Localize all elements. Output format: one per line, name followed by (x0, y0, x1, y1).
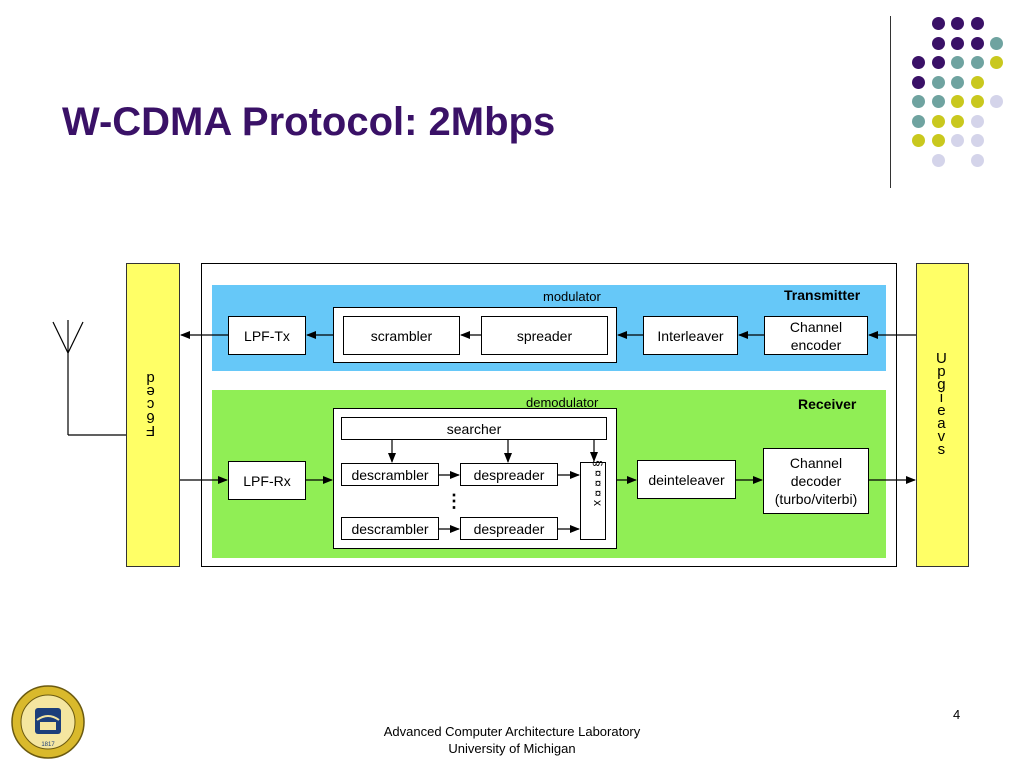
decorative-dot (912, 75, 925, 89)
interleaver-block: Interleaver (643, 316, 738, 355)
decorative-dot (970, 56, 984, 69)
lpf-tx-block: LPF-Tx (228, 316, 306, 355)
decorative-dot (951, 75, 964, 89)
spreader-block: spreader (481, 316, 608, 355)
decorative-dot (912, 95, 925, 108)
decorative-dot (912, 114, 925, 128)
antenna-left-arm (52, 321, 69, 354)
upper-layers-bar (916, 263, 969, 567)
decorative-dot (990, 56, 1003, 69)
upper-layers-label: U p g i e a v s (936, 350, 947, 458)
decorative-dot (931, 134, 945, 147)
combiner-block (580, 462, 606, 540)
decorative-dot (990, 36, 1003, 50)
descrambler-block-1: descrambler (341, 463, 439, 486)
despreader-block-1: despreader (460, 463, 558, 486)
antenna-right-arm (67, 321, 84, 354)
university-seal-logo: 1817 (11, 685, 85, 759)
decorative-dot (970, 95, 984, 108)
slide-title: W-CDMA Protocol: 2Mbps (62, 100, 556, 144)
lpf-rx-block: LPF-Rx (228, 461, 306, 500)
deinteleaver-block: deinteleaver (637, 460, 736, 499)
decorative-dot (951, 17, 964, 30)
receiver-label: Receiver (798, 396, 857, 412)
decorative-dot (970, 36, 984, 50)
decorative-dot (951, 95, 964, 108)
decorative-dot (931, 95, 945, 108)
decorative-dot (970, 75, 984, 89)
searcher-block: searcher (341, 417, 607, 440)
scrambler-block: scrambler (343, 316, 460, 355)
decorative-dot (931, 56, 945, 69)
channel-encoder-block: Channel encoder (764, 316, 868, 355)
descrambler-block-2: descrambler (341, 517, 439, 540)
decorative-dot (912, 134, 925, 147)
channel-decoder-block: Channel decoder (turbo/viterbi) (763, 448, 869, 514)
page-number: 4 (953, 707, 961, 722)
decorative-dot (970, 134, 984, 147)
transmitter-label: Transmitter (784, 287, 861, 303)
decorative-dot (970, 114, 984, 128)
decorative-dot (931, 114, 945, 128)
rf-frontend-bar (126, 263, 180, 567)
decorative-dot (912, 56, 925, 69)
despreader-block-2: despreader (460, 517, 558, 540)
decorative-dot (951, 36, 964, 50)
footer-lab-name: Advanced Computer Architecture Laborator… (383, 724, 641, 739)
more-fingers-ellipsis: ⋮ (445, 491, 463, 511)
decorative-dot (931, 75, 945, 89)
footer-university: University of Michigan (448, 741, 576, 756)
svg-text:1817: 1817 (41, 742, 55, 748)
decorative-dot (951, 114, 964, 128)
decorative-dot (970, 17, 984, 30)
demodulator-label: demodulator (526, 395, 599, 410)
decorative-dot (970, 153, 984, 167)
decorative-dot (931, 153, 945, 167)
decorative-dot (931, 36, 945, 50)
decorative-dot (951, 134, 964, 147)
decorative-dot (931, 17, 945, 30)
modulator-label: modulator (543, 289, 601, 304)
decorative-divider (890, 16, 891, 188)
decorative-dot (990, 95, 1003, 108)
decorative-dot (951, 56, 964, 69)
